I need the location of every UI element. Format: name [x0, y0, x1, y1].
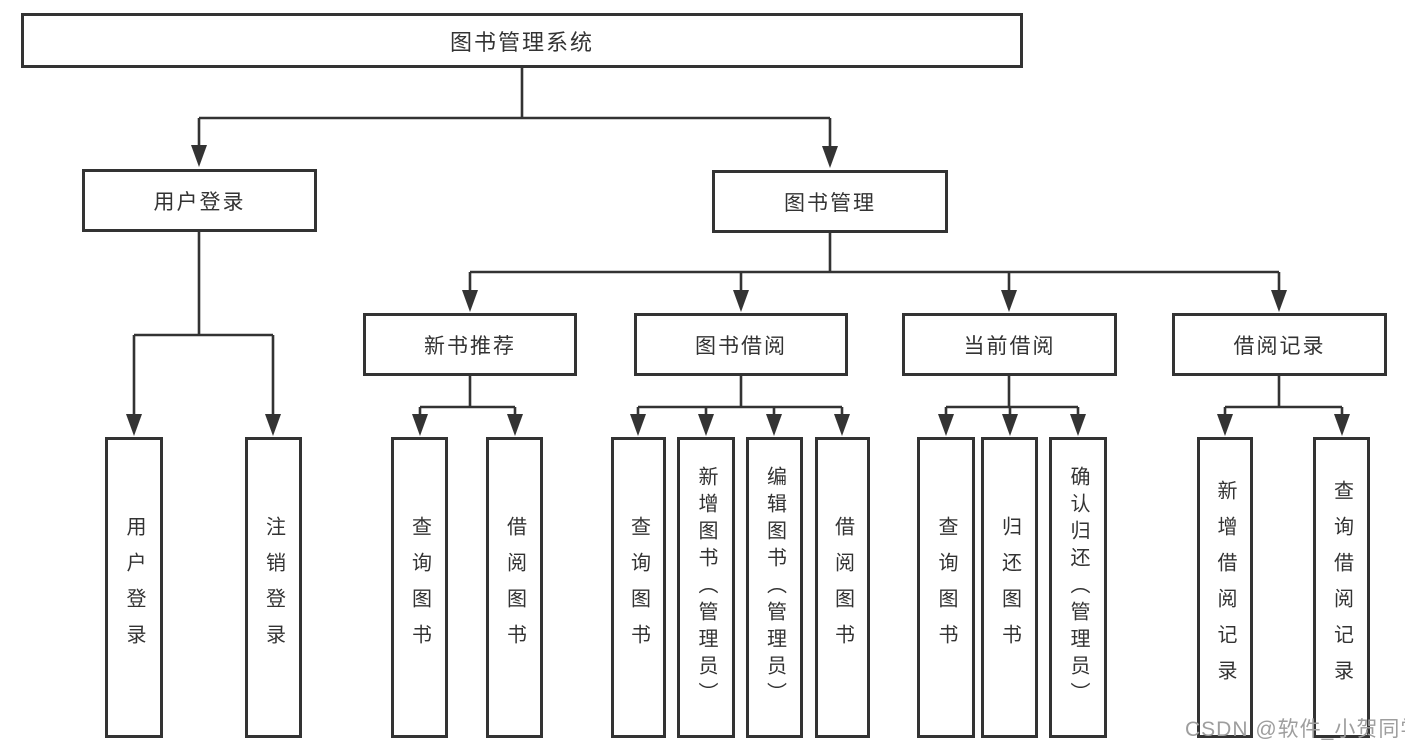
leaf-current-return-books: 归还图书	[981, 437, 1038, 738]
arrowhead	[1002, 414, 1018, 436]
node-book-borrow: 图书借阅	[634, 313, 848, 376]
edge-root-to-level2	[197, 68, 832, 149]
leaf-records-add: 新增借阅记录	[1197, 437, 1253, 738]
edge-book-management-to-level3	[468, 233, 1281, 294]
edge-current-borrow-to-leaves	[944, 376, 1080, 418]
leaf-borrow-edit-books-admin: 编辑图书（管理员）	[746, 437, 803, 738]
arrowhead	[1070, 414, 1086, 436]
node-current-borrow: 当前借阅	[902, 313, 1117, 376]
leaf-current-confirm-return-admin: 确认归还（管理员）	[1049, 437, 1107, 738]
leaf-current-query-books: 查询图书	[917, 437, 975, 738]
arrowhead	[698, 414, 714, 436]
node-borrow-records: 借阅记录	[1172, 313, 1387, 376]
arrowhead	[1001, 290, 1017, 312]
csdn-watermark: CSDN @软件_小贺同学	[1185, 718, 1405, 741]
arrowhead	[126, 414, 142, 436]
leaf-user-login: 用户登录	[105, 437, 163, 738]
node-user-login: 用户登录	[82, 169, 317, 232]
node-new-book-recommend: 新书推荐	[363, 313, 577, 376]
arrowhead	[191, 145, 207, 167]
arrowhead	[630, 414, 646, 436]
arrowheads	[126, 145, 1350, 436]
arrowhead	[265, 414, 281, 436]
leaf-logout: 注销登录	[245, 437, 302, 738]
arrowhead	[1334, 414, 1350, 436]
edge-borrow-records-to-leaves	[1223, 376, 1344, 418]
arrowhead	[938, 414, 954, 436]
leaf-borrow-add-books-admin: 新增图书（管理员）	[677, 437, 735, 738]
arrowhead	[507, 414, 523, 436]
leaf-borrow-borrow-books: 借阅图书	[815, 437, 870, 738]
edge-new-book-to-leaves	[418, 376, 517, 418]
leaf-newbook-query-books: 查询图书	[391, 437, 448, 738]
node-book-management: 图书管理	[712, 170, 948, 233]
leaf-newbook-borrow-books: 借阅图书	[486, 437, 543, 738]
edge-book-borrow-to-leaves	[636, 376, 844, 418]
leaf-records-query: 查询借阅记录	[1313, 437, 1370, 738]
arrowhead	[834, 414, 850, 436]
arrowhead	[462, 290, 478, 312]
edge-user-login-to-leaves	[132, 232, 275, 418]
arrowhead	[1271, 290, 1287, 312]
arrowhead	[412, 414, 428, 436]
leaf-borrow-query-books: 查询图书	[611, 437, 666, 738]
arrowhead	[1217, 414, 1233, 436]
node-root: 图书管理系统	[21, 13, 1023, 68]
arrowhead	[766, 414, 782, 436]
arrowhead	[822, 146, 838, 168]
arrowhead	[733, 290, 749, 312]
